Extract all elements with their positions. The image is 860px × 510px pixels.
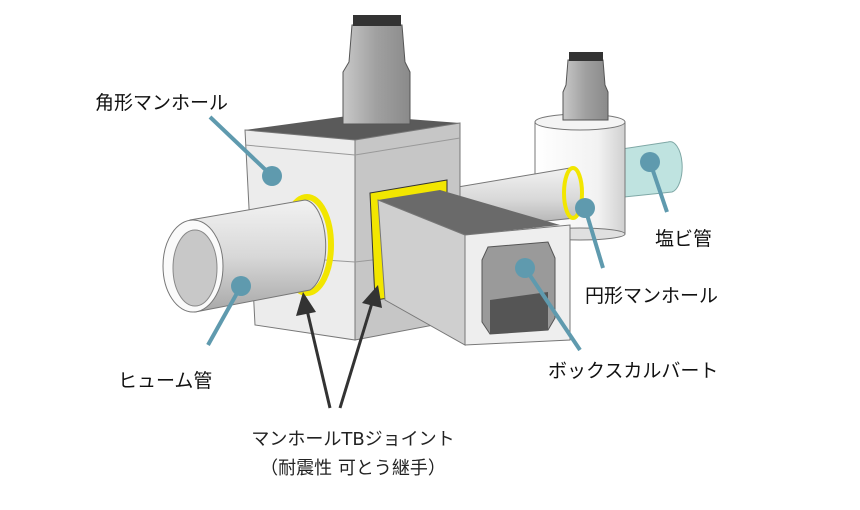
label-hume-pipe: ヒューム管: [118, 370, 213, 392]
pointer-dot: [262, 166, 282, 186]
label-round-manhole: 円形マンホール: [585, 285, 719, 307]
label-box-culvert: ボックスカルバート: [548, 360, 719, 382]
label-square-manhole: 角形マンホール: [95, 92, 229, 114]
label-joint-sub: （耐震性 可とう継手）: [260, 458, 446, 479]
pointer-dot: [231, 276, 251, 296]
box-culvert: [369, 179, 571, 346]
pointer-line: [208, 115, 274, 178]
pointer-dot: [515, 258, 535, 278]
joint-arrows: [296, 285, 382, 409]
hume-pipe: [162, 194, 334, 313]
pointer-line: [583, 207, 605, 269]
pointer-dot: [640, 152, 660, 172]
label-pvc-pipe: 塩ビ管: [655, 228, 713, 250]
arrow-head: [296, 292, 316, 316]
arrow-line: [338, 302, 374, 409]
arrow-line: [305, 309, 332, 409]
pointer-line: [206, 285, 243, 346]
label-joint: マンホールTBジョイント: [251, 429, 455, 450]
pointer-line: [523, 266, 582, 352]
pointer-dot: [575, 198, 595, 218]
arrow-head: [362, 285, 382, 308]
pointers: [206, 115, 669, 352]
